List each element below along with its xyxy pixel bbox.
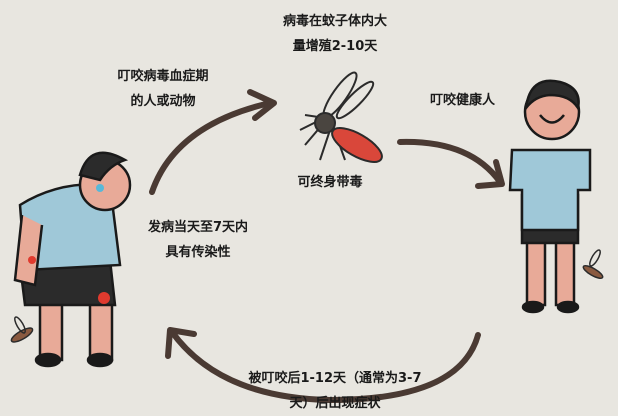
- label-line: 发病当天至7天内: [147, 220, 249, 235]
- bite-healthy-label: 叮咬健康人: [420, 88, 505, 113]
- label-line: 的人或动物: [130, 94, 196, 109]
- sick-person-illustration: [13, 151, 132, 368]
- arrow-to-mosquito-head: [247, 89, 277, 121]
- label-line: 量增殖2-10天: [292, 39, 378, 54]
- healthy-person-illustration: [508, 79, 592, 314]
- label-line: 天）后出现症状: [289, 396, 381, 411]
- label-line: 被叮咬后1-12天（通常为3-7: [248, 371, 422, 386]
- arrow-to-sick: [169, 329, 481, 403]
- small-mosquito-icon: [10, 316, 34, 343]
- mosquito-icon: [299, 71, 383, 163]
- incubation-label: 被叮咬后1-12天（通常为3-7 天）后出现症状: [225, 366, 445, 416]
- lifelong-carrier-label: 可终身带毒: [285, 170, 375, 195]
- mosquito-multiply-label: 病毒在蚊子体内大 量增殖2-10天: [250, 9, 420, 59]
- infectious-period-label: 发病当天至7天内 具有传染性: [138, 215, 258, 265]
- label-line: 可终身带毒: [297, 175, 363, 190]
- arrow-to-mosquito: [149, 100, 273, 195]
- arrow-to-sick-head: [165, 327, 197, 359]
- arrow-to-healthy-head: [475, 159, 505, 189]
- label-line: 叮咬病毒血症期: [117, 69, 209, 84]
- bite-viremic-label: 叮咬病毒血症期 的人或动物: [98, 64, 228, 114]
- small-mosquito-icon: [582, 249, 604, 280]
- arrow-to-healthy: [397, 138, 503, 185]
- label-line: 病毒在蚊子体内大: [282, 14, 387, 29]
- label-line: 叮咬健康人: [429, 93, 495, 108]
- label-line: 具有传染性: [165, 245, 231, 260]
